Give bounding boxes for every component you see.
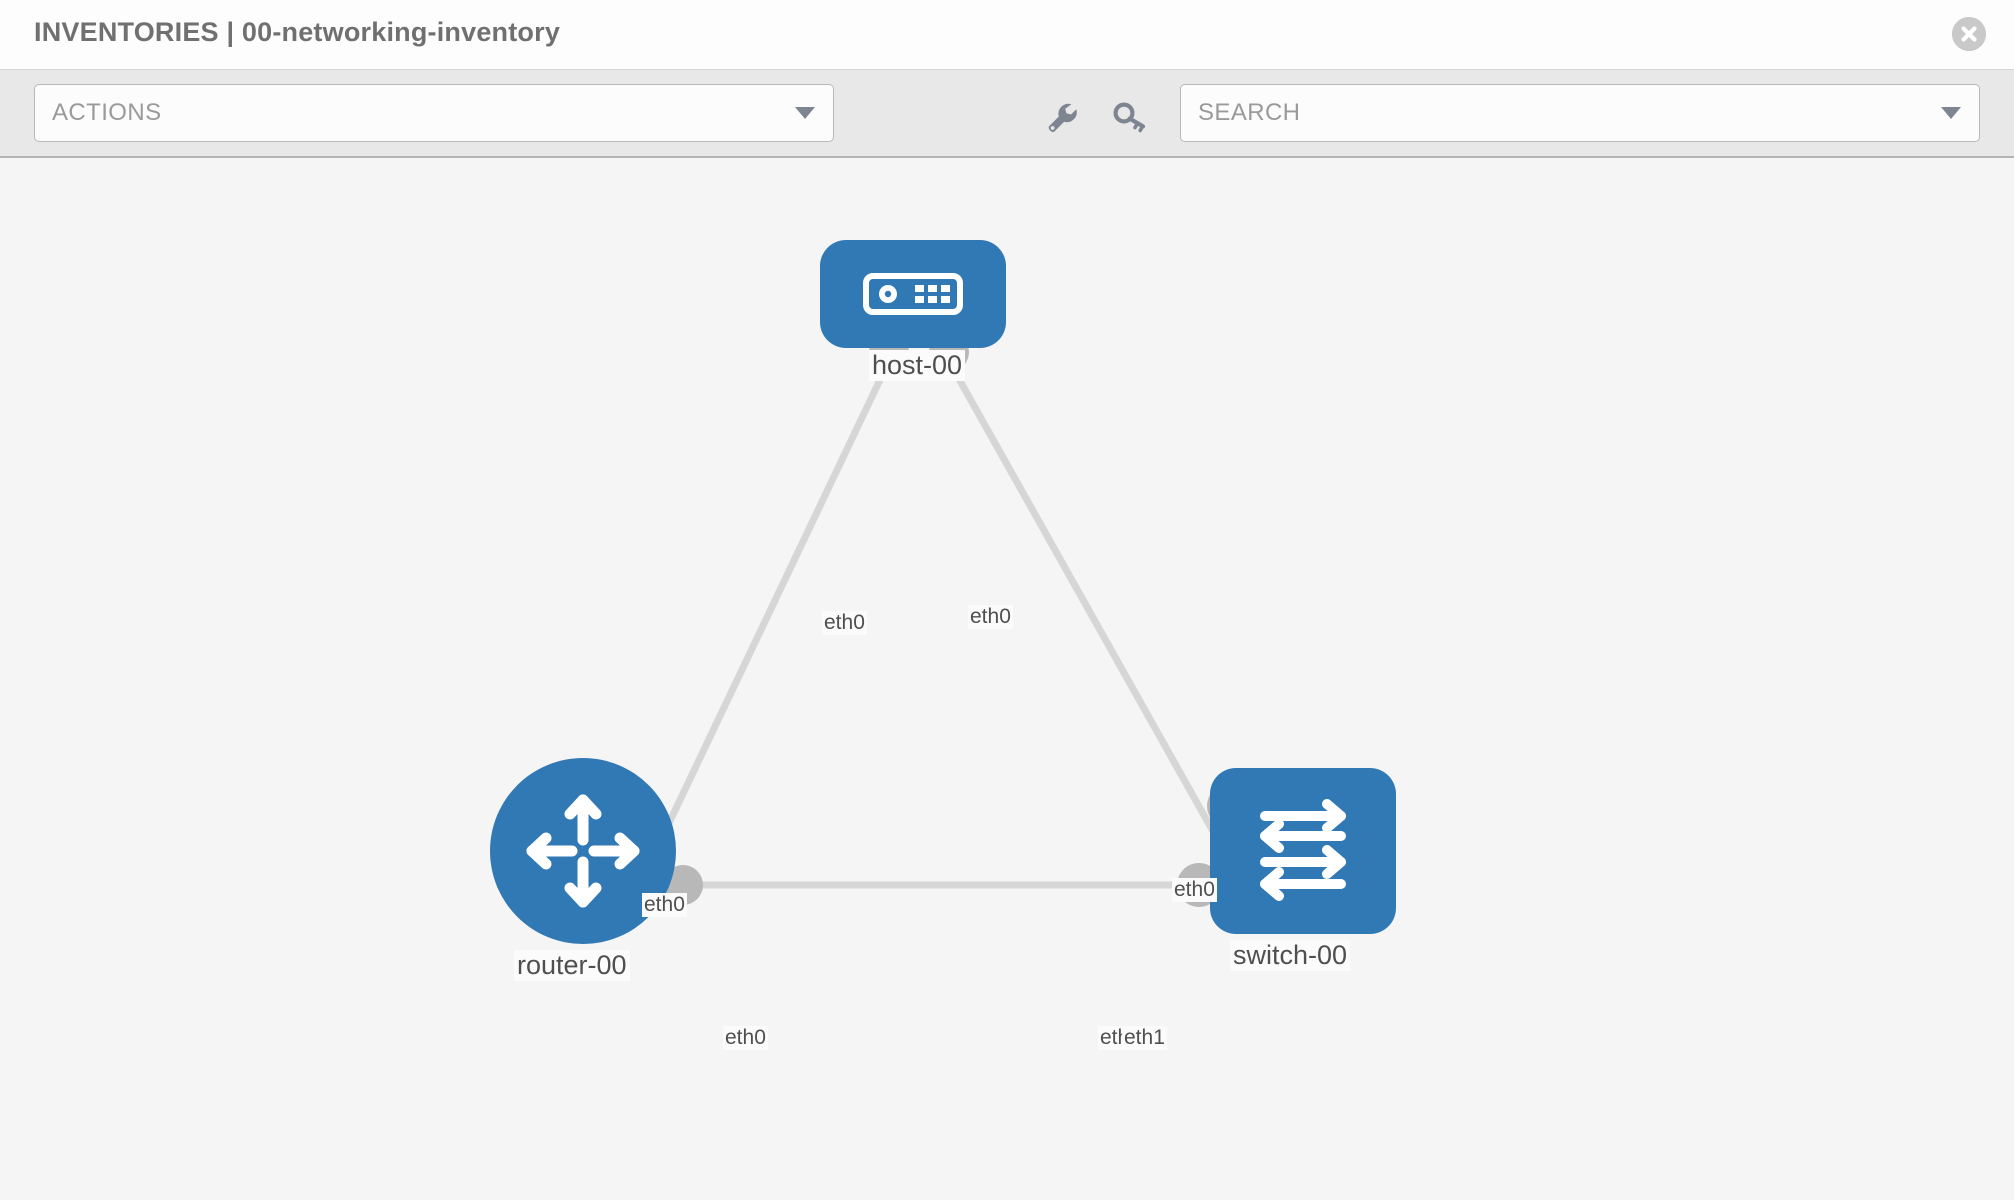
key-glyph [1113,102,1146,133]
toolbar: ACTIONS SEARCH [0,70,2014,158]
link-host-switch [946,361,1232,860]
page-title: INVENTORIES | 00-networking-inventory [34,17,561,47]
switch-node-shape [1210,768,1396,934]
wrench-glyph [1048,103,1077,132]
actions-dropdown-label: ACTIONS [52,99,162,126]
iface-label-switch-left: eth1 [1122,1026,1167,1050]
page-header: INVENTORIES | 00-networking-inventory [0,0,2014,70]
chevron-down-icon [1941,107,1961,119]
server-icon [863,273,963,315]
topology-canvas[interactable]: host-00 router-00 [0,158,2014,1200]
close-icon[interactable] [1952,17,1986,51]
node-label-host-00: host-00 [869,350,966,381]
chevron-down-icon [795,107,815,119]
iface-label-router-up: eth0 [642,893,687,917]
search-input[interactable]: SEARCH [1180,84,1980,142]
host-node-shape [820,240,1006,348]
iface-label-router-right: eth0 [723,1026,768,1050]
iface-label-switch-up: eth0 [1172,878,1217,902]
iface-label-host-right: eth0 [968,605,1013,629]
actions-dropdown[interactable]: ACTIONS [34,84,834,142]
topology-links [646,361,1232,889]
wrench-icon[interactable] [1042,98,1082,138]
node-label-switch-00: switch-00 [1230,940,1351,971]
close-circle-glyph [1952,17,1986,51]
iface-label-host-left: eth0 [822,611,867,635]
router-arrows-icon [526,794,640,908]
topology-graph [646,332,1251,907]
link-host-router [646,361,892,865]
switch-arrows-icon [1260,799,1346,901]
topology-interface-stubs [663,332,1251,907]
node-label-router-00: router-00 [514,950,630,981]
search-input-value: SEARCH [1198,99,1301,126]
key-icon[interactable] [1110,98,1150,138]
